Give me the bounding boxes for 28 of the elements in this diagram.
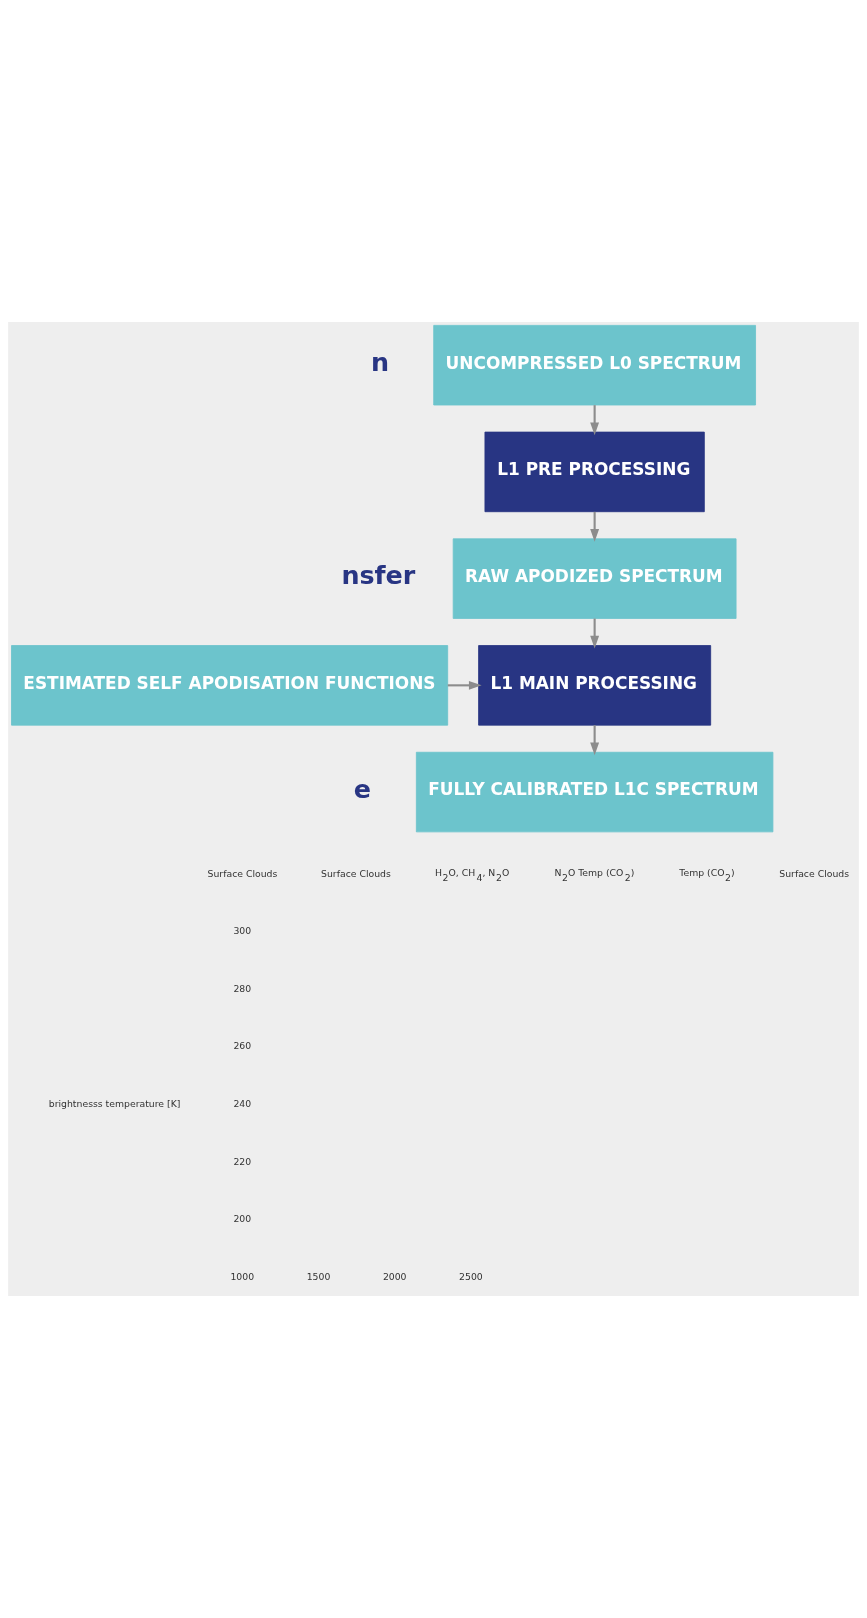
label: Surface Clouds — [779, 867, 850, 879]
node-box: L1 MAIN PROCESSING — [478, 645, 712, 726]
label: 260 — [233, 1040, 252, 1052]
arrow — [590, 618, 600, 649]
label: nsfer — [341, 560, 416, 591]
arrow — [590, 725, 600, 756]
label: 2000 — [382, 1270, 407, 1282]
label: 1500 — [306, 1270, 331, 1282]
label: 240 — [233, 1097, 252, 1109]
label: 1000 — [230, 1270, 255, 1282]
label: Surface Clouds — [207, 867, 278, 879]
arrow — [590, 511, 600, 542]
label: brightnesss temperature [K] — [48, 1097, 181, 1109]
label: Surface Clouds — [321, 867, 391, 879]
label: 2500 — [459, 1270, 483, 1282]
arrow — [447, 680, 482, 690]
arrow — [590, 405, 600, 436]
label: 280 — [233, 982, 252, 994]
node-box: RAW APODIZED SPECTRUM — [452, 538, 737, 619]
node-box: ESTIMATED SELF APODISATION FUNCTIONS — [11, 645, 449, 726]
node-box: UNCOMPRESSED L0 SPECTRUM — [433, 324, 756, 406]
label: 300 — [233, 925, 252, 937]
node-box: FULLY CALIBRATED L1C SPECTRUM — [415, 751, 774, 833]
label: e — [353, 773, 371, 804]
node-box: L1 PRE PROCESSING — [484, 431, 705, 513]
label: 200 — [233, 1213, 252, 1225]
label: 220 — [233, 1155, 252, 1167]
label: n — [371, 346, 390, 377]
